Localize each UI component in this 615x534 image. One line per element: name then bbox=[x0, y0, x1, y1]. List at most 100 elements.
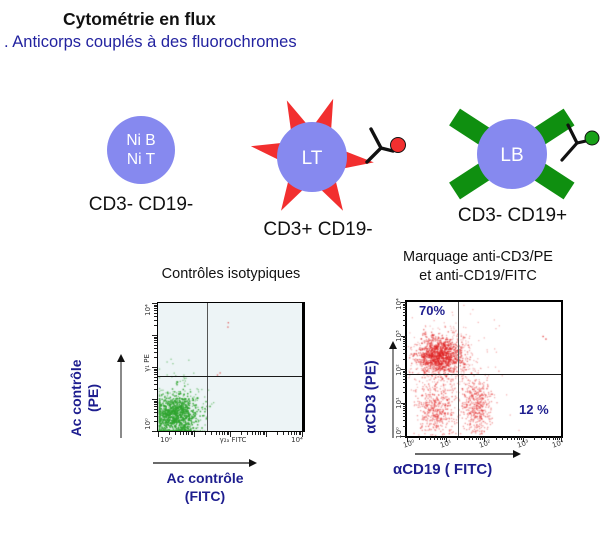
x-axis-tick bbox=[472, 437, 474, 440]
y-axis-tick bbox=[154, 312, 157, 314]
x-axis-tick bbox=[443, 437, 445, 440]
y-axis-tick bbox=[154, 351, 157, 353]
marking-plot-title-line1: Marquage anti-CD3/PE bbox=[403, 249, 553, 265]
x-axis-tick bbox=[514, 437, 515, 440]
x-axis-tick bbox=[418, 437, 420, 440]
y-axis-tick bbox=[154, 338, 157, 340]
x-axis-tick bbox=[211, 432, 213, 435]
y-axis-tick bbox=[154, 372, 157, 373]
quadrant-line-vertical bbox=[458, 302, 459, 436]
cd3-cd19-scatter-plot: 70% 12 % bbox=[400, 300, 563, 442]
x-tick-label: 10² bbox=[478, 438, 492, 450]
x-axis-tick bbox=[561, 437, 562, 442]
y-axis-tick bbox=[403, 372, 406, 374]
y-axis-tick bbox=[154, 357, 157, 359]
isotype-plot-title: Contrôles isotypiques bbox=[161, 266, 301, 282]
x-axis-tick bbox=[179, 432, 181, 435]
y-axis-tick bbox=[400, 369, 406, 370]
x-axis-tick bbox=[291, 432, 293, 435]
x-axis-tick bbox=[484, 437, 485, 442]
x-axis-tick bbox=[552, 437, 554, 440]
y-axis-tick bbox=[403, 338, 406, 340]
isotype-y-axis-label: Ac contrôle (PE) bbox=[68, 359, 102, 436]
isotype-x-axis-label-line2: (FITC) bbox=[184, 488, 226, 504]
y-axis-tick bbox=[154, 308, 157, 309]
y-axis-tick bbox=[151, 399, 157, 400]
x-axis-tick bbox=[439, 437, 441, 440]
x-axis-tick bbox=[518, 437, 520, 440]
pe-fluorochrome-dot bbox=[390, 137, 406, 153]
cell-null-lymphocyte: Ni B Ni T bbox=[107, 116, 175, 184]
cd3-positive-percentage: 70% bbox=[419, 303, 446, 318]
x-axis-tick bbox=[255, 432, 257, 435]
y-axis-tick bbox=[403, 382, 406, 384]
x-axis-tick bbox=[549, 437, 551, 440]
y-axis-tick bbox=[403, 315, 406, 317]
y-axis-tick bbox=[403, 348, 406, 350]
page-subtitle: . Anticorps couplés à des fluorochromes bbox=[4, 33, 297, 51]
y-axis-tick bbox=[403, 353, 406, 354]
y-axis-tick bbox=[400, 402, 406, 404]
y-axis-tick bbox=[400, 436, 406, 437]
quadrant-line-horizontal bbox=[158, 376, 302, 377]
y-axis-tick bbox=[403, 345, 406, 347]
x-axis-tick bbox=[495, 437, 497, 440]
isotype-scatter-dots bbox=[158, 303, 302, 431]
fitc-fluorochrome-dot bbox=[584, 130, 600, 146]
y-axis-tick bbox=[154, 370, 157, 372]
y-axis-tick bbox=[154, 336, 157, 338]
cd3-cd19-scatter-dots bbox=[407, 302, 561, 436]
y-axis-tick bbox=[154, 315, 157, 317]
x-axis-tick bbox=[215, 432, 217, 435]
x-axis-tick bbox=[482, 437, 484, 440]
y-axis-arrow-line bbox=[392, 348, 394, 438]
y-axis-tick bbox=[403, 415, 406, 417]
cell-null-label-line1: Ni B bbox=[126, 132, 156, 149]
y-axis-tick bbox=[154, 347, 157, 349]
x-axis-tick bbox=[294, 432, 295, 435]
y-axis-arrow-head-icon bbox=[389, 341, 397, 349]
isotype-scatter-plot bbox=[151, 302, 305, 437]
x-axis-tick bbox=[168, 432, 170, 435]
x-axis-tick bbox=[559, 437, 561, 440]
y-axis-tick bbox=[154, 376, 157, 378]
y-axis-tick bbox=[154, 404, 157, 405]
x-axis-tick bbox=[441, 437, 443, 440]
page-title: Cytométrie en flux bbox=[63, 9, 216, 29]
y-axis-tick bbox=[403, 325, 406, 327]
y-axis-tick bbox=[403, 303, 406, 305]
x-tick-label: 10³ bbox=[516, 438, 530, 450]
lt-phenotype: CD3+ CD19- bbox=[263, 219, 373, 240]
x-axis-arrow-line bbox=[415, 453, 513, 455]
x-axis-tick bbox=[158, 432, 159, 437]
y-axis-arrow-line bbox=[120, 361, 122, 438]
x-axis-tick bbox=[437, 437, 438, 440]
y-axis-tick bbox=[403, 386, 406, 388]
y-axis-tick bbox=[403, 404, 406, 405]
x-axis-tick bbox=[425, 437, 427, 440]
y-axis-tick bbox=[400, 335, 406, 337]
marking-plot-title: Marquage anti-CD3/PE et anti-CD19/FITC bbox=[366, 248, 590, 286]
x-axis-tick bbox=[190, 432, 192, 435]
y-axis-tick bbox=[154, 325, 157, 327]
y-axis-tick bbox=[154, 421, 157, 423]
y-axis-tick bbox=[403, 307, 406, 309]
y-axis-tick bbox=[151, 367, 157, 368]
y-axis-tick bbox=[400, 302, 406, 303]
y-axis-arrow-head-icon bbox=[117, 354, 125, 362]
x-axis-tick bbox=[188, 432, 190, 435]
cell-null-phenotype: CD3- CD19- bbox=[88, 194, 194, 215]
x-axis-tick bbox=[478, 437, 479, 440]
x-tick-label: 10⁴ bbox=[551, 438, 565, 450]
x-axis-tick bbox=[507, 437, 509, 440]
y-axis-tick bbox=[403, 374, 406, 376]
y-axis-tick bbox=[154, 374, 157, 376]
lb-cell-body bbox=[477, 119, 547, 189]
y-axis-tick bbox=[154, 408, 157, 410]
y-axis-tick bbox=[403, 409, 406, 411]
y-axis-tick bbox=[403, 420, 406, 421]
y-axis-tick bbox=[403, 305, 406, 307]
y-axis-tick bbox=[154, 340, 157, 341]
x-axis-tick bbox=[522, 437, 524, 442]
